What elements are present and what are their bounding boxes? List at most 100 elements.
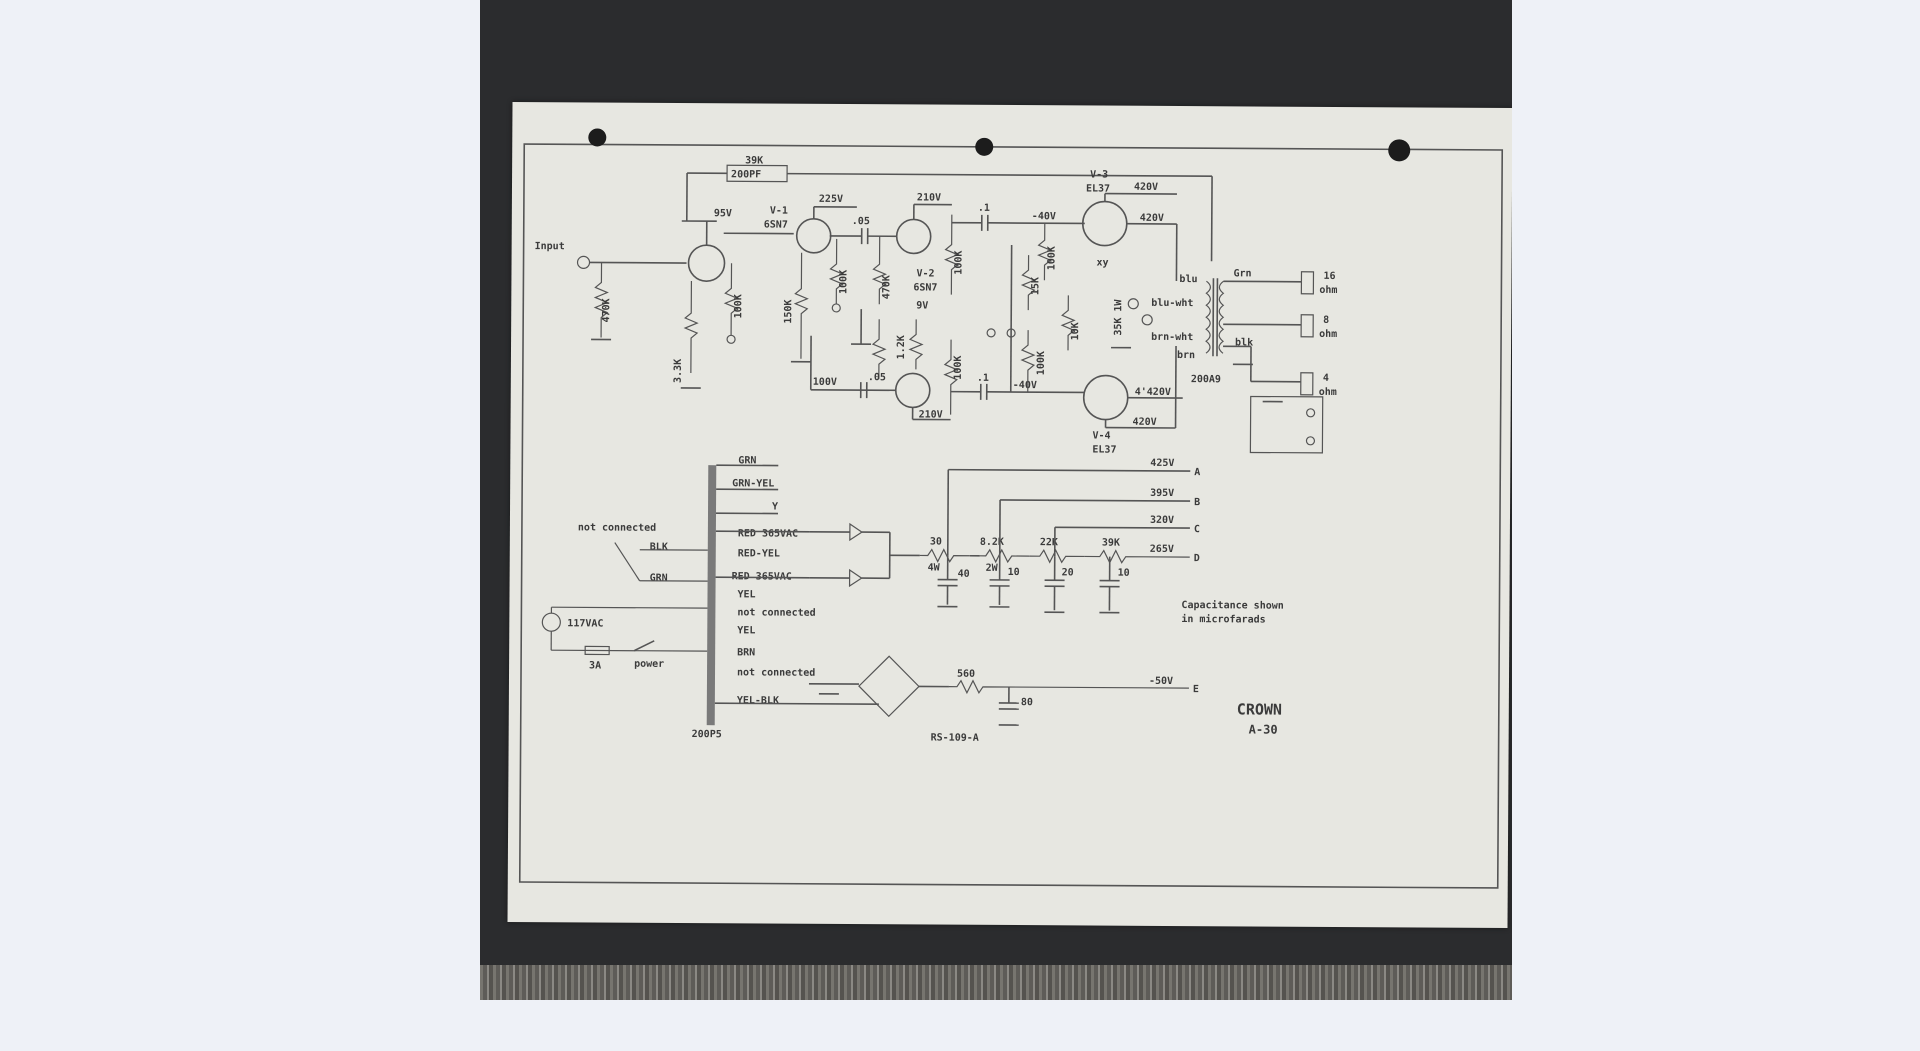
rail-a [946, 469, 950, 556]
label-3-3k: 3.3K [673, 359, 684, 383]
label-out-8: 8 [1323, 315, 1329, 326]
label-1-b: .1 [977, 373, 989, 384]
label-blu-wht: blu-wht [1151, 298, 1193, 309]
label-out-ohm: ohm [1319, 285, 1337, 296]
label-22k: 22K [1040, 537, 1058, 548]
cap-label: 10 [1118, 568, 1130, 579]
label-v2: V-2 [916, 268, 934, 279]
rail-c [1054, 526, 1190, 529]
wire [715, 530, 810, 533]
label-blu: blu [1179, 274, 1197, 285]
label-200p5: 200P5 [692, 729, 722, 740]
punch-hole [975, 137, 994, 156]
label-560: 560 [957, 669, 975, 680]
lead-label: RED-YEL [738, 548, 780, 559]
label-150k: 150K [783, 300, 794, 324]
label-grn: Grn [1233, 268, 1251, 279]
rail-tap: D [1194, 553, 1200, 564]
label-rs109a: RS-109-A [931, 733, 979, 744]
label-225v: 225V [819, 194, 843, 205]
output-transformer-primary [1205, 280, 1211, 354]
label-39k-fb: 39K [745, 155, 763, 166]
resistor-470k-c [871, 319, 887, 380]
label-out-ohm2: ohm [1319, 329, 1337, 340]
label-8-2k: 8.2K [980, 537, 1004, 548]
rail-tap: A [1194, 467, 1200, 478]
punch-hole [588, 128, 607, 147]
label-100v: 100V [813, 377, 837, 388]
tube-v2b [894, 372, 931, 409]
label-9v: 9V [916, 300, 928, 311]
wire [715, 576, 810, 579]
wire [614, 542, 641, 582]
resistor-30 [919, 548, 970, 563]
label-95v: 95V [714, 208, 732, 219]
wire [787, 172, 1213, 178]
label-05-a: .05 [852, 216, 870, 227]
label-m50v: -50V [1149, 676, 1173, 687]
wire [987, 222, 1085, 225]
label-8-2k-2w: 2W [986, 563, 999, 574]
terminal [1141, 314, 1153, 326]
lead-label: GRN-YEL [732, 478, 774, 489]
label-210v-top: 210V [917, 192, 941, 203]
resistor-100k-b [828, 238, 845, 304]
label-out-16: 16 [1323, 271, 1335, 282]
resistor-10k [1060, 295, 1076, 351]
table-surface [480, 965, 1512, 1000]
label-05-b: .05 [868, 372, 886, 383]
label-15k: 15K [1030, 277, 1041, 295]
label-100k-e: 100K [1046, 246, 1057, 270]
schematic-diagram: Input 470K 95V 3.3K 100K [518, 128, 1504, 889]
lead-label: not connected [737, 607, 815, 618]
label-200pf-fb: 200PF [731, 169, 761, 180]
tube-v3 [1081, 200, 1128, 247]
wire [589, 261, 687, 264]
rail-voltage: 425V [1150, 458, 1174, 469]
label-xy: xy [1097, 258, 1109, 269]
rail-b [1000, 499, 1191, 502]
note-capacitance-2: in microfarads [1181, 613, 1265, 626]
resistor-3-3k [683, 281, 699, 374]
fuse [584, 645, 610, 656]
resistor-22k [1029, 548, 1085, 564]
label-not-connected-top: not connected [578, 522, 656, 533]
label-blk: BLK [650, 542, 668, 553]
lead-label: YEL [737, 625, 755, 636]
wire [810, 388, 896, 392]
resistor-39k [1084, 549, 1190, 564]
resistor-100k-d [943, 339, 959, 415]
cap-label: 10 [1008, 567, 1020, 578]
label-470k: 470K [601, 298, 612, 322]
rail-voltage: 320V [1150, 515, 1174, 526]
resistor-100k-f [1020, 330, 1036, 393]
rail-voltage: 265V [1150, 544, 1174, 555]
label-v2-type: 6SN7 [913, 282, 937, 293]
wire [551, 649, 708, 652]
resistor-100k-a [723, 263, 739, 336]
input-label: Input [535, 241, 565, 252]
terminal [986, 328, 996, 338]
label-100k-a: 100K [733, 294, 744, 318]
rail-tap: C [1194, 524, 1200, 535]
label-10k: 10K [1070, 322, 1081, 340]
power-switch [633, 640, 655, 652]
bridge-rectifier [858, 655, 920, 718]
tube-v2a [895, 218, 932, 255]
cap-label: 20 [1062, 567, 1074, 578]
label-m40v-b: -40V [1013, 380, 1037, 391]
resistor-1-2k [908, 319, 924, 370]
lead-label: GRN [738, 455, 756, 466]
resistor-470k-b [871, 236, 888, 305]
label-200a9: 200A9 [1191, 374, 1221, 385]
label-420v-a: 420V [1134, 182, 1158, 193]
resistor-100k-c [943, 214, 960, 295]
label-420v-c: 420V [1133, 417, 1157, 428]
wire [1009, 245, 1013, 393]
label-100k-c: 100K [953, 251, 964, 275]
label-117vac: 117VAC [567, 618, 603, 629]
label-v4-type: EL37 [1092, 445, 1116, 456]
label-v4: V-4 [1092, 431, 1110, 442]
rail-tap: B [1194, 497, 1200, 508]
title-brand: CROWN [1237, 700, 1282, 718]
